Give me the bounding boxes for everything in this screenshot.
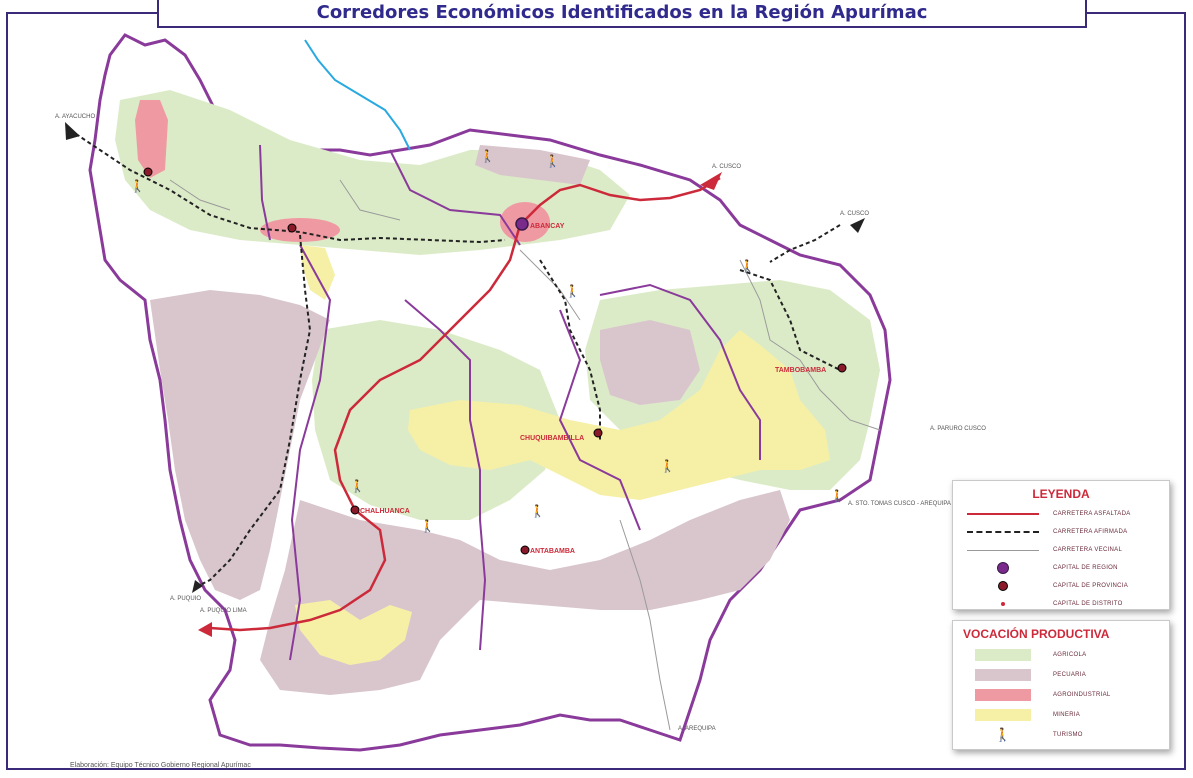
province-boundaries bbox=[259, 144, 761, 661]
arrow-a-ayacucho bbox=[65, 122, 80, 140]
hiker-icon: 🚶 bbox=[530, 504, 545, 518]
legend-row: CAPITAL DE DISTRITO bbox=[953, 595, 1169, 613]
legend-row: CARRETERA VECINAL bbox=[953, 541, 1169, 559]
pecuaria-area-west bbox=[150, 290, 330, 600]
capital-province-marker-1 bbox=[143, 167, 153, 177]
asphalt-road-symbol bbox=[967, 513, 1039, 515]
legend-row: CAPITAL DE REGION bbox=[953, 559, 1169, 577]
hiker-icon: 🚶 bbox=[420, 519, 435, 533]
direction-label-sto-tomas: A. STO. TOMAS CUSCO - AREQUIPA bbox=[848, 501, 951, 507]
hiker-icon: 🚶 bbox=[740, 259, 755, 273]
capital-label-chuquibambilla: CHUQUIBAMBILLA bbox=[520, 435, 584, 442]
map-title: Corredores Económicos Identificados en l… bbox=[157, 0, 1087, 28]
vocacion-label: AGRICOLA bbox=[1053, 652, 1087, 658]
road-vecinal-network bbox=[169, 179, 881, 731]
capital-label-abancay: ABANCAY bbox=[530, 223, 565, 230]
direction-label-paruro: A. PARURO CUSCO bbox=[930, 426, 986, 432]
hiker-icon: 🚶 bbox=[350, 479, 365, 493]
road-afirmada-network bbox=[69, 129, 841, 586]
direction-label-puquio: A. PUQUIO bbox=[170, 596, 201, 602]
legend-row: CARRETERA AFIRMADA bbox=[953, 523, 1169, 541]
capital-province-marker-4 bbox=[593, 428, 603, 438]
arrow-a-puquio bbox=[192, 580, 203, 593]
direction-label-cusco-1: A. CUSCO bbox=[712, 164, 741, 170]
legend-label: CARRETERA VECINAL bbox=[1053, 547, 1123, 553]
vocacion-label: MINERIA bbox=[1053, 712, 1081, 718]
direction-label-arequipa: A. AREQUIPA bbox=[678, 726, 716, 732]
vocacion-title: VOCACIÓN PRODUCTIVA bbox=[963, 627, 1110, 641]
legend-label: CARRETERA AFIRMADA bbox=[1053, 529, 1128, 535]
hiker-icon: 🚶 bbox=[130, 179, 145, 193]
hiker-icon: 🚶 bbox=[545, 154, 560, 168]
mineria-area-north bbox=[300, 245, 335, 300]
afirmada-road-symbol bbox=[967, 531, 1039, 533]
capital-label-tambobamba: TAMBOBAMBA bbox=[775, 367, 826, 374]
mineria-area-center bbox=[408, 330, 830, 500]
vocacion-box: VOCACIÓN PRODUCTIVA AGRICOLA PECUARIA AG… bbox=[952, 620, 1170, 750]
hiker-icon: 🚶 bbox=[660, 459, 675, 473]
vocacion-row: AGRICOLA bbox=[953, 645, 1169, 665]
capital-region-marker bbox=[515, 217, 529, 231]
mineria-swatch bbox=[975, 709, 1031, 721]
direction-label-ayacucho: A. AYACUCHO bbox=[55, 114, 95, 120]
legend-label: CAPITAL DE PROVINCIA bbox=[1053, 583, 1129, 589]
agricola-swatch bbox=[975, 649, 1031, 661]
vocacion-row: MINERIA bbox=[953, 705, 1169, 725]
vocacion-label: TURISMO bbox=[1053, 732, 1083, 738]
vocacion-row: PECUARIA bbox=[953, 665, 1169, 685]
legend-row: CARRETERA ASFALTADA bbox=[953, 505, 1169, 523]
legend-label: CAPITAL DE REGION bbox=[1053, 565, 1118, 571]
vocacion-row: 🚶 TURISMO bbox=[953, 725, 1169, 745]
vocacion-label: AGROINDUSTRIAL bbox=[1053, 692, 1111, 698]
capital-district-icon bbox=[1001, 602, 1005, 606]
pecuaria-area-center bbox=[600, 320, 700, 405]
vecinal-road-symbol bbox=[967, 549, 1039, 551]
turismo-icons: 🚶 🚶 🚶 🚶 🚶 🚶 🚶 🚶 🚶 🚶 bbox=[130, 149, 845, 533]
capital-label-antabamba: ANTABAMBA bbox=[530, 548, 575, 555]
agroindustrial-swatch bbox=[975, 689, 1031, 701]
legend-label: CARRETERA ASFALTADA bbox=[1053, 511, 1131, 517]
arrow-a-cusco-1 bbox=[700, 172, 722, 190]
legend-box: LEYENDA CARRETERA ASFALTADA CARRETERA AF… bbox=[952, 480, 1170, 610]
hiker-icon: 🚶 bbox=[565, 284, 580, 298]
arrow-a-cusco-2 bbox=[850, 218, 865, 233]
agricola-area-north bbox=[115, 90, 630, 255]
capital-label-chalhuanca: CHALHUANCA bbox=[360, 508, 410, 515]
pecuaria-swatch bbox=[975, 669, 1031, 681]
hiker-icon: 🚶 bbox=[994, 727, 1012, 743]
capital-province-marker-5 bbox=[520, 545, 530, 555]
capital-region-icon bbox=[997, 562, 1009, 574]
river-line bbox=[304, 39, 411, 151]
agroindustrial-area-andahuaylas bbox=[135, 100, 168, 178]
vocacion-label: PECUARIA bbox=[1053, 672, 1087, 678]
capital-province-marker-6 bbox=[837, 363, 847, 373]
direction-label-puquio-lima: A. PUQUIO LIMA bbox=[200, 608, 247, 614]
pecuaria-area-north bbox=[475, 145, 590, 185]
capital-province-icon bbox=[998, 581, 1008, 591]
credit-text: Elaboración: Equipo Técnico Gobierno Reg… bbox=[70, 762, 251, 769]
legend-label: CAPITAL DE DISTRITO bbox=[1053, 601, 1123, 607]
hiker-icon: 🚶 bbox=[830, 489, 845, 503]
arrow-a-puquio-lima bbox=[198, 622, 212, 637]
vocacion-row: AGROINDUSTRIAL bbox=[953, 685, 1169, 705]
capital-province-marker-2 bbox=[287, 223, 297, 233]
legend-title: LEYENDA bbox=[1032, 487, 1090, 501]
hiker-icon: 🚶 bbox=[480, 149, 495, 163]
legend-row: CAPITAL DE PROVINCIA bbox=[953, 577, 1169, 595]
capital-province-marker-3 bbox=[350, 505, 360, 515]
road-asfaltada-network bbox=[209, 176, 721, 632]
direction-label-cusco-2: A. CUSCO bbox=[840, 211, 869, 217]
